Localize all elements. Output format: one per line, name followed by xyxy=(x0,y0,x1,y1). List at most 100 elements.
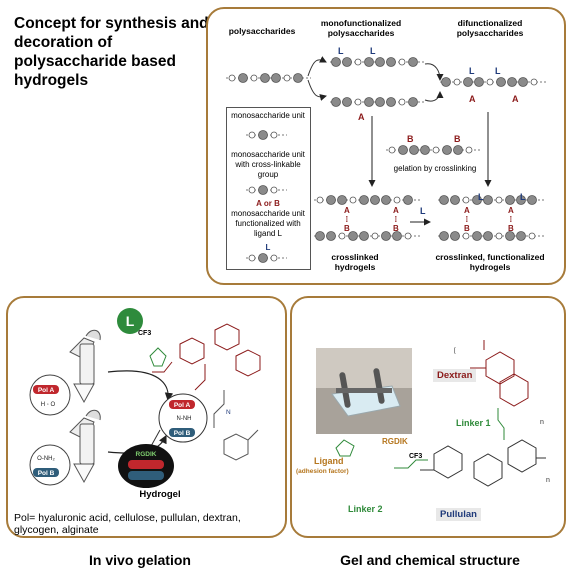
monosaccharide-bead xyxy=(270,131,278,139)
monosaccharide-bead xyxy=(371,232,379,240)
monosaccharide-bead xyxy=(354,58,362,66)
monosaccharide-bead xyxy=(442,145,452,155)
monosaccharide-bead xyxy=(505,231,515,241)
monosaccharide-bead xyxy=(364,97,374,107)
monosaccharide-bead xyxy=(315,231,325,241)
monosaccharide-bead xyxy=(381,195,391,205)
linker1-label: Linker 1 xyxy=(456,418,491,428)
label-gelation: gelation by crosslinking xyxy=(393,164,477,173)
monosaccharide-bead xyxy=(527,195,537,205)
chain-di xyxy=(440,77,547,87)
monosaccharide-bead xyxy=(408,97,418,107)
monosaccharide-bead xyxy=(258,185,268,195)
chain-mono-a xyxy=(330,97,426,107)
ligand-letter-mono-2: L xyxy=(370,46,376,56)
ligand-letter-di-1: L xyxy=(469,66,475,76)
monosaccharide-bead xyxy=(293,73,303,83)
monosaccharide-bead xyxy=(270,186,278,194)
monosaccharide-bead xyxy=(331,97,341,107)
monosaccharide-bead xyxy=(505,195,515,205)
monosaccharide-bead xyxy=(258,130,268,140)
monosaccharide-bead xyxy=(496,77,506,87)
monosaccharide-bead xyxy=(375,97,385,107)
label-crosslinked-hydrogels: crosslinked hydrogels xyxy=(331,252,379,272)
linker2-label: Linker 2 xyxy=(348,504,383,514)
monosaccharide-bead xyxy=(270,254,278,262)
chain-mono-ligand xyxy=(330,57,426,67)
monosaccharide-bead xyxy=(495,196,503,204)
monosaccharide-bead xyxy=(393,196,401,204)
chain-crosslinked-bottom xyxy=(314,231,421,241)
monosaccharide-bead xyxy=(326,231,336,241)
svg-text:RGDIK: RGDIK xyxy=(136,451,157,458)
label-difunctionalized: difunctionalized polysaccharides xyxy=(456,18,524,38)
svg-text:N-NH: N-NH xyxy=(177,416,192,422)
ligand-letter-cross-2: L xyxy=(478,192,484,202)
monosaccharide-bead xyxy=(386,57,396,67)
monosaccharide-bead xyxy=(408,57,418,67)
monosaccharide-bead xyxy=(248,254,256,262)
monosaccharide-bead xyxy=(342,97,352,107)
monosaccharide-bead xyxy=(472,231,482,241)
monosaccharide-bead xyxy=(453,145,463,155)
monosaccharide-bead xyxy=(472,195,482,205)
monosaccharide-bead xyxy=(398,58,406,66)
svg-text:O-NH₂: O-NH₂ xyxy=(37,456,55,462)
svg-text:Pol B: Pol B xyxy=(38,470,55,477)
legend-bead-plain xyxy=(246,130,287,140)
monosaccharide-bead xyxy=(354,98,362,106)
monosaccharide-bead xyxy=(462,232,470,240)
pullulan-label: Pullulan xyxy=(436,508,481,521)
monosaccharide-bead xyxy=(450,231,460,241)
monosaccharide-bead xyxy=(453,78,461,86)
dextran-label: Dextran xyxy=(433,369,477,382)
monosaccharide-bead xyxy=(450,195,460,205)
monosaccharide-bead xyxy=(331,57,341,67)
figure-title: Concept for synthesis and decoration of … xyxy=(14,15,209,89)
monosaccharide-bead xyxy=(516,195,526,205)
monosaccharide-bead xyxy=(337,195,347,205)
monosaccharide-bead xyxy=(258,253,268,263)
monosaccharide-bead xyxy=(483,195,493,205)
monosaccharide-bead xyxy=(507,77,517,87)
ligand-letter-cross-1: L xyxy=(420,206,426,216)
monosaccharide-bead xyxy=(518,77,528,87)
monosaccharide-bead xyxy=(250,74,258,82)
monosaccharide-bead xyxy=(528,232,536,240)
monosaccharide-bead xyxy=(342,57,352,67)
in-vivo-gelation-panel xyxy=(6,296,287,538)
monosaccharide-bead xyxy=(474,77,484,87)
b-letter-gel-2: B xyxy=(454,134,461,144)
monosaccharide-bead xyxy=(248,186,256,194)
monosaccharide-bead xyxy=(403,195,413,205)
legend-item-ligand: monosaccharide unit functionalized with … xyxy=(231,209,305,238)
legend-bead-crosslinkable xyxy=(246,185,287,195)
monosaccharide-bead xyxy=(441,77,451,87)
monosaccharide-bead xyxy=(364,57,374,67)
monosaccharide-bead xyxy=(392,231,402,241)
chain-func-top xyxy=(438,195,545,205)
svg-text:n: n xyxy=(540,419,544,426)
monosaccharide-bead xyxy=(316,196,324,204)
ab-link-4: A⁞B xyxy=(508,206,514,233)
ab-link-2: A⁞B xyxy=(393,206,399,233)
monosaccharide-bead xyxy=(530,78,538,86)
monosaccharide-bead xyxy=(349,196,357,204)
monosaccharide-bead xyxy=(463,77,473,87)
svg-text:H ◦ O: H ◦ O xyxy=(41,402,56,408)
monosaccharide-bead xyxy=(260,73,270,83)
chain-crosslinked-top xyxy=(314,195,421,205)
monosaccharide-bead xyxy=(338,232,346,240)
label-monofunctionalized: monofunctionalized polysaccharides xyxy=(320,18,402,38)
ligand-letter-di-2: L xyxy=(495,66,501,76)
a-letter-mono: A xyxy=(358,112,365,122)
monosaccharide-bead xyxy=(439,195,449,205)
pol-definition-note: Pol= hyaluronic acid, cellulose, pullula… xyxy=(14,512,241,536)
monosaccharide-bead xyxy=(271,73,281,83)
svg-text:Pol A: Pol A xyxy=(38,387,55,394)
monosaccharide-bead xyxy=(483,231,493,241)
legend-item-monosaccharide: monosaccharide unit xyxy=(231,111,305,120)
monosaccharide-bead xyxy=(398,98,406,106)
cf3-label-right: CF3 xyxy=(409,453,423,460)
